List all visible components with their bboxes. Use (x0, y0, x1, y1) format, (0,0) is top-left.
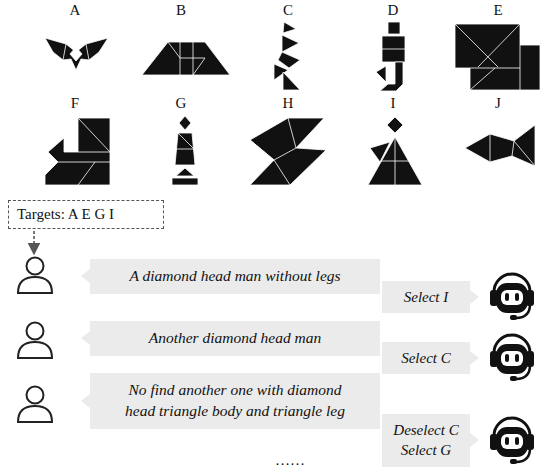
message-text: Select I (388, 287, 464, 307)
figure-letter: E (493, 2, 502, 19)
figure-letter: C (283, 2, 293, 19)
message-text: Another diamond head man (116, 328, 354, 349)
figure-letter: H (283, 95, 294, 112)
figure-letter: F (71, 95, 79, 112)
ellipsis: …… (275, 452, 305, 469)
figure-letter: I (391, 95, 396, 112)
user-message: No find another one with diamond head tr… (90, 373, 380, 429)
figure-letter: J (495, 95, 501, 112)
figure-letter: B (176, 2, 186, 19)
message-text: A diamond head man without legs (116, 266, 354, 287)
target-box: Targets: A E G I (8, 200, 164, 229)
agent-action: Deselect C Select G (382, 414, 470, 467)
figure-letter: G (176, 95, 187, 112)
figure-letter: A (70, 2, 81, 19)
user-message: Another diamond head man (90, 321, 380, 356)
message-text: Deselect C Select G (388, 420, 464, 461)
agent-action: Select I (382, 281, 470, 313)
message-text: Select C (388, 348, 464, 368)
message-text: No find another one with diamond head tr… (116, 380, 354, 422)
agent-action: Select C (382, 342, 470, 374)
figure-letter: D (388, 2, 399, 19)
user-message: A diamond head man without legs (90, 259, 380, 294)
message-text: Targets: A E G I (17, 206, 155, 223)
